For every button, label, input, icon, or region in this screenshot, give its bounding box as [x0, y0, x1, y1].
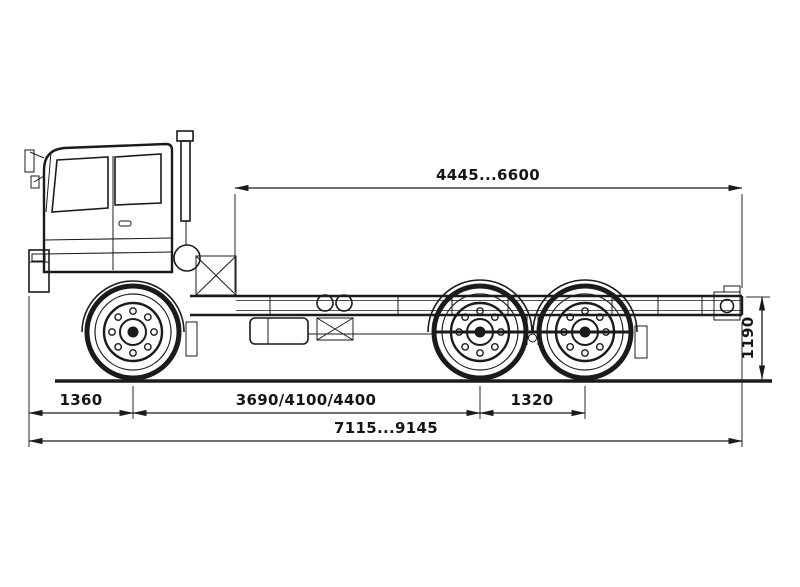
frame-rail [190, 294, 744, 317]
behind-cab-platform [195, 255, 237, 296]
front-wheel [87, 286, 179, 378]
dimension-frame-span: 4445...6600 [234, 166, 743, 292]
cab [42, 142, 174, 274]
dim-label-overall-length: 7115...9145 [334, 419, 438, 437]
rear-mud-flap [634, 325, 648, 359]
dimension-rear-bogie-spacing: 1320 [479, 391, 586, 417]
cab-rear-window [114, 153, 162, 206]
dimension-front-overhang: 1360 [28, 391, 134, 417]
dimension-frame-height: 1190 [739, 296, 770, 380]
rear-fender-2 [532, 279, 638, 333]
dim-label-wheelbase: 3690/4100/4400 [236, 391, 376, 409]
fuel-tank [249, 317, 309, 345]
rear-fender-1 [427, 279, 533, 333]
dim-label-frame-span: 4445...6600 [436, 166, 540, 184]
headlamp [31, 253, 46, 262]
front-fender [81, 280, 185, 333]
truck-chassis-drawing [24, 130, 772, 383]
dim-label-frame-height: 1190 [739, 317, 757, 360]
dimension-overall-length: 7115...9145 [28, 419, 743, 445]
mirror [24, 149, 45, 189]
rear-hitch [713, 285, 741, 321]
front-mud-flap [185, 321, 198, 357]
front-bumper [28, 249, 50, 293]
air-reservoirs [316, 294, 354, 341]
air-intake-stack [173, 130, 201, 272]
dim-label-front-overhang: 1360 [60, 391, 103, 409]
door-handle [118, 220, 132, 227]
air-cleaner [173, 244, 201, 272]
cab-front-window [51, 156, 109, 213]
dim-label-rear-bogie-spacing: 1320 [511, 391, 554, 409]
fenders [81, 279, 648, 359]
dimension-wheelbase: 3690/4100/4400 [132, 391, 481, 417]
